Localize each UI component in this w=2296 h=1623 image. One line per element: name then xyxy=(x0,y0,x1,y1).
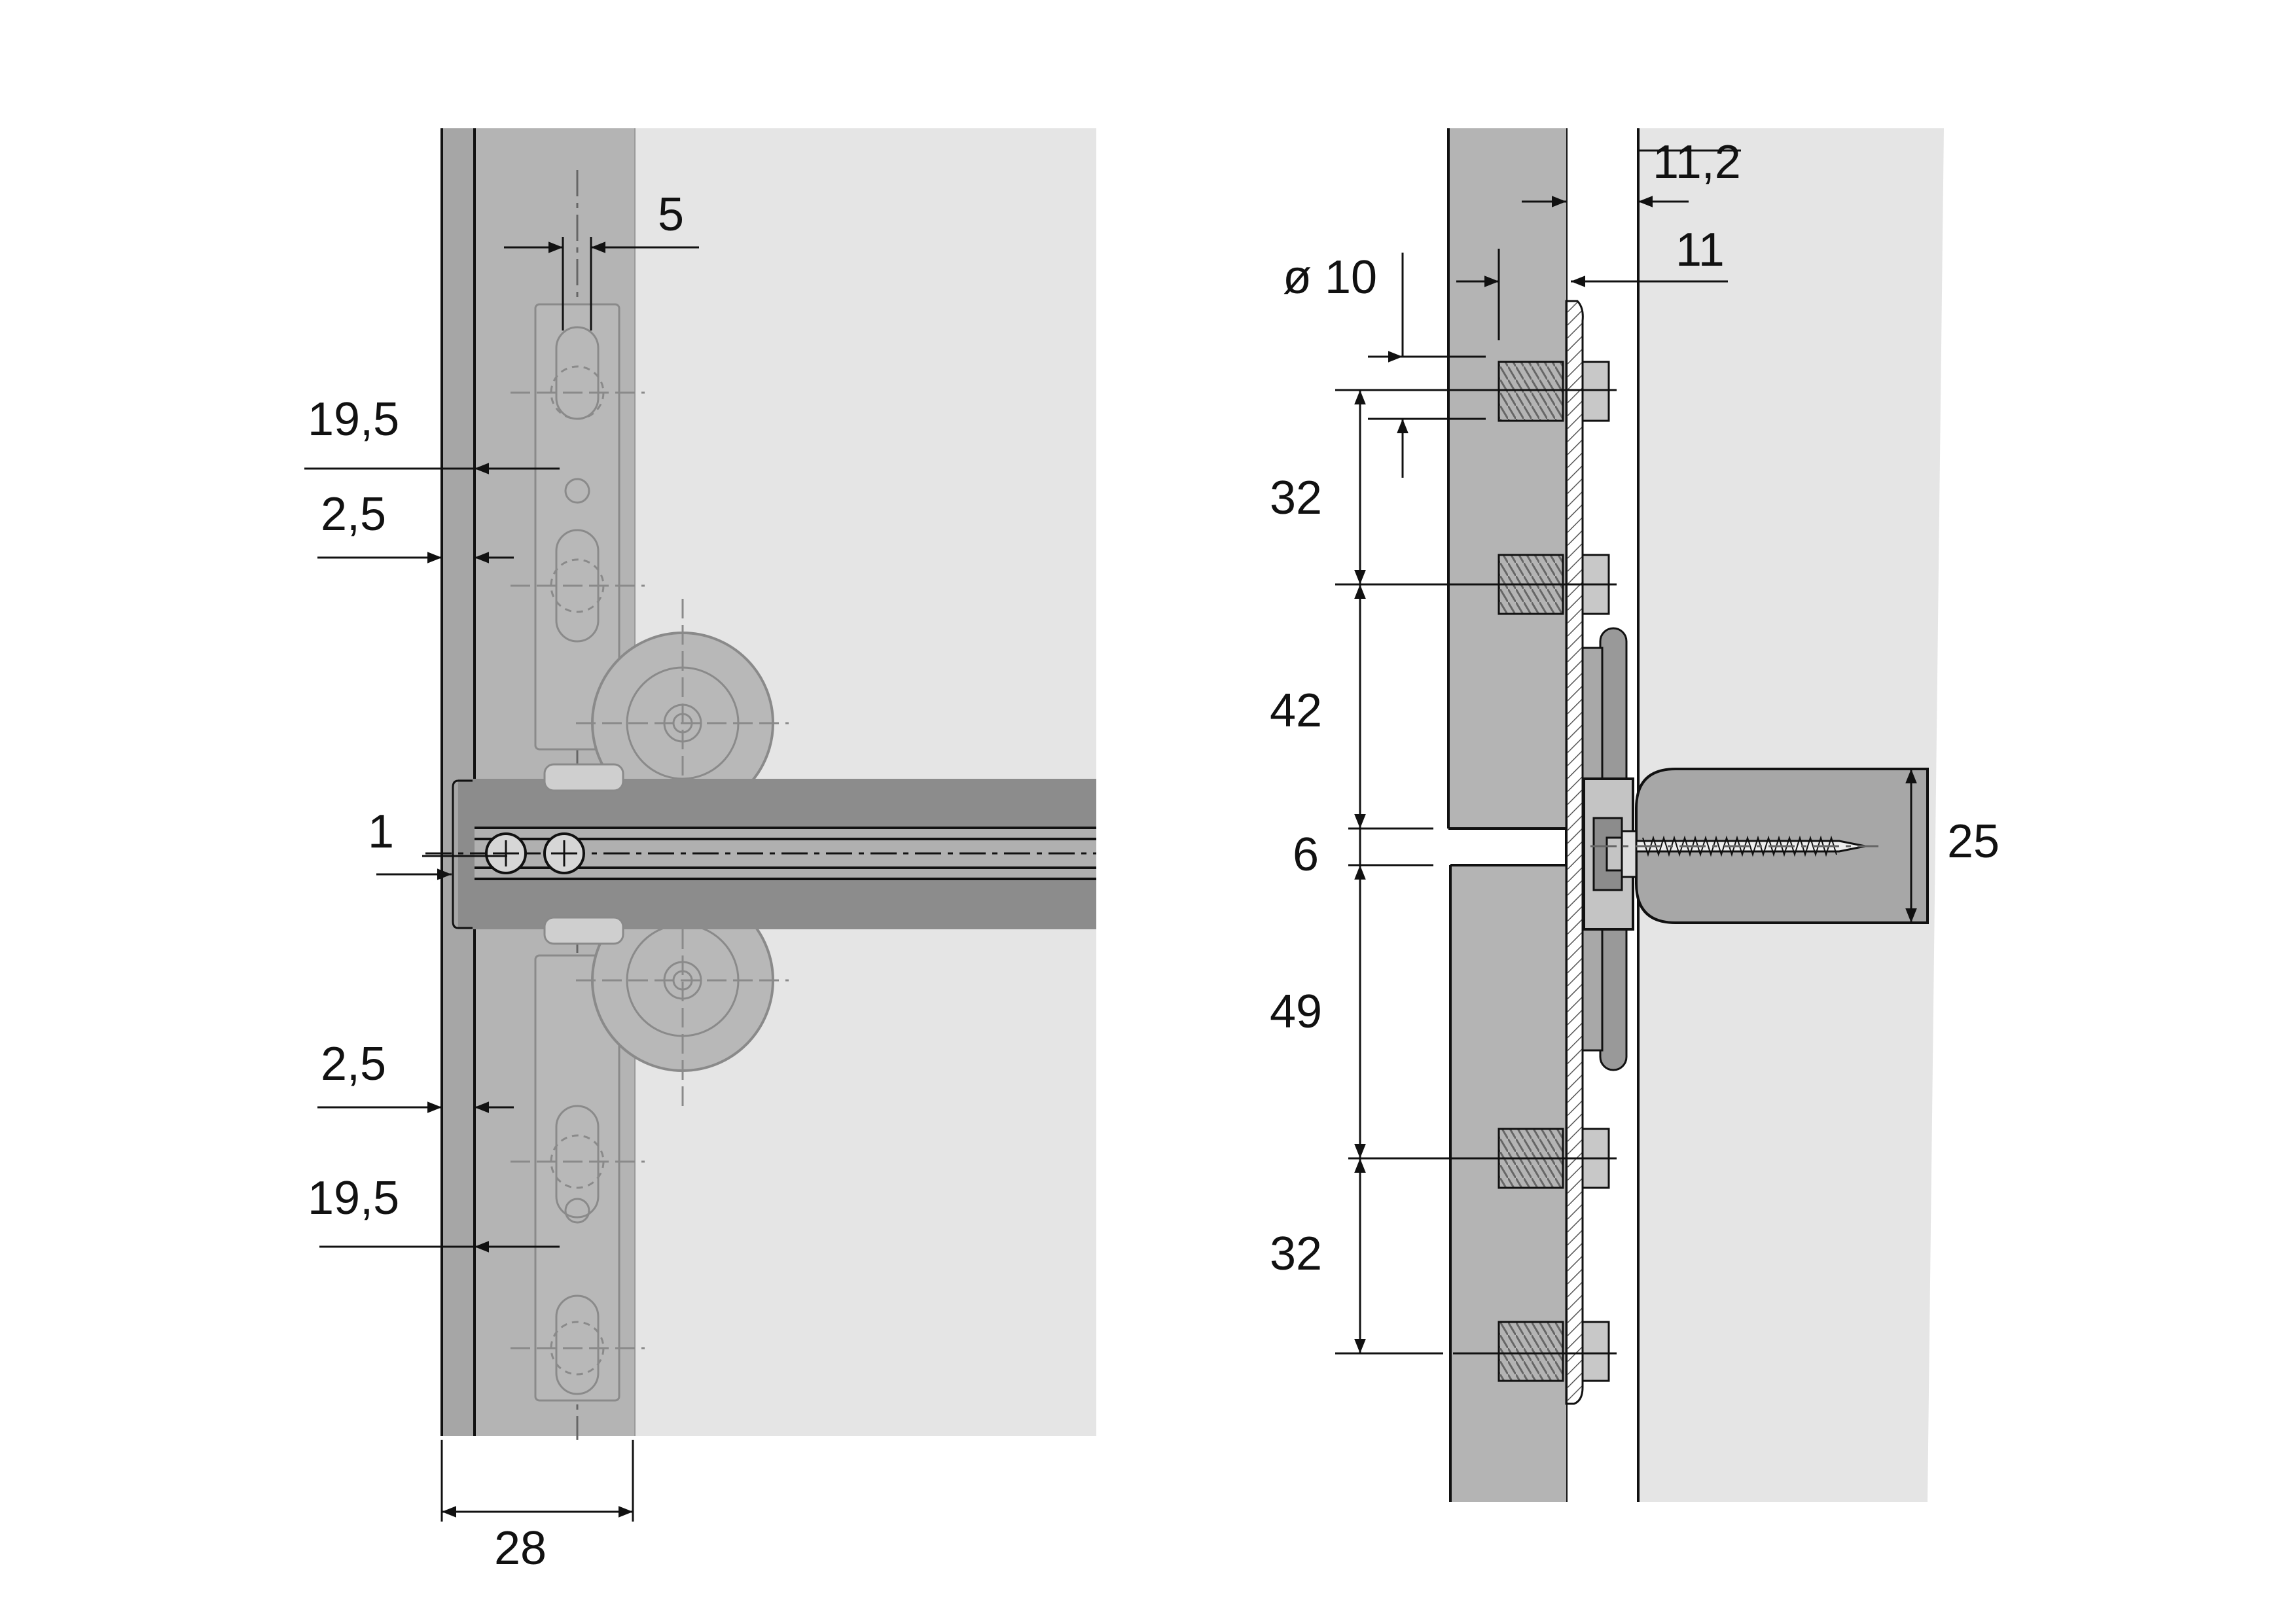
dimension-2-5-top: 2,5 xyxy=(317,488,514,563)
dim-label-5: 5 xyxy=(658,188,684,241)
dim-label-19-5-bottom: 19,5 xyxy=(308,1172,399,1224)
lower-roller-wheel xyxy=(576,877,789,1106)
dim-label-25: 25 xyxy=(1947,815,2000,868)
dimension-19-5-top: 19,5 xyxy=(304,393,560,474)
dim-label-28: 28 xyxy=(494,1522,547,1575)
upper-mounting-plate xyxy=(511,303,645,751)
dimension-11-2: 11,2 xyxy=(1522,136,1741,207)
dimension-1: 1 xyxy=(368,806,507,880)
insert-1 xyxy=(1498,361,1610,422)
rail-screw-2 xyxy=(543,832,585,874)
dimension-dia-10: ø 10 xyxy=(1283,251,1486,478)
bracket-plate xyxy=(1565,300,1584,1405)
dimension-32-bottom: 32 xyxy=(1270,1158,1366,1353)
dimension-32-top: 32 xyxy=(1270,390,1366,584)
dim-label-2-5-bottom: 2,5 xyxy=(321,1038,386,1090)
right-section-view: 11,2 ø 10 11 32 42 6 xyxy=(1270,128,2000,1502)
dimension-42: 42 xyxy=(1270,584,1366,829)
dim-label-32-top: 32 xyxy=(1270,472,1322,524)
upper-door-section xyxy=(1448,128,1566,829)
dimension-28: 28 xyxy=(440,1440,634,1575)
dim-label-11: 11 xyxy=(1676,224,1725,276)
dim-label-19-5-top: 19,5 xyxy=(308,393,399,446)
dim-label-11-2: 11,2 xyxy=(1653,136,1741,188)
dim-label-32-bottom: 32 xyxy=(1270,1228,1322,1280)
dim-label-1: 1 xyxy=(368,806,394,858)
dimension-19-5-bottom: 19,5 xyxy=(308,1172,560,1253)
dim-label-42: 42 xyxy=(1270,685,1322,737)
dimension-6: 6 xyxy=(1293,829,1361,881)
dimension-5: 5 xyxy=(504,188,699,330)
dim-label-49: 49 xyxy=(1270,986,1322,1038)
dimension-25: 25 xyxy=(1905,769,2000,923)
wood-screw xyxy=(1590,830,1878,878)
dimension-49: 49 xyxy=(1270,865,1366,1158)
dim-label-2-5-top: 2,5 xyxy=(321,488,386,541)
dim-label-6: 6 xyxy=(1293,829,1319,881)
rail-screw-1 xyxy=(485,832,527,874)
dimension-11: 11 xyxy=(1456,224,1728,340)
lower-mounting-plate xyxy=(511,954,645,1402)
insert-4 xyxy=(1498,1321,1610,1382)
dim-label-dia-10: ø 10 xyxy=(1283,251,1377,304)
left-front-view: 5 19,5 2,5 1 2,5 19, xyxy=(304,128,1096,1575)
dimension-2-5-bottom: 2,5 xyxy=(317,1038,514,1113)
